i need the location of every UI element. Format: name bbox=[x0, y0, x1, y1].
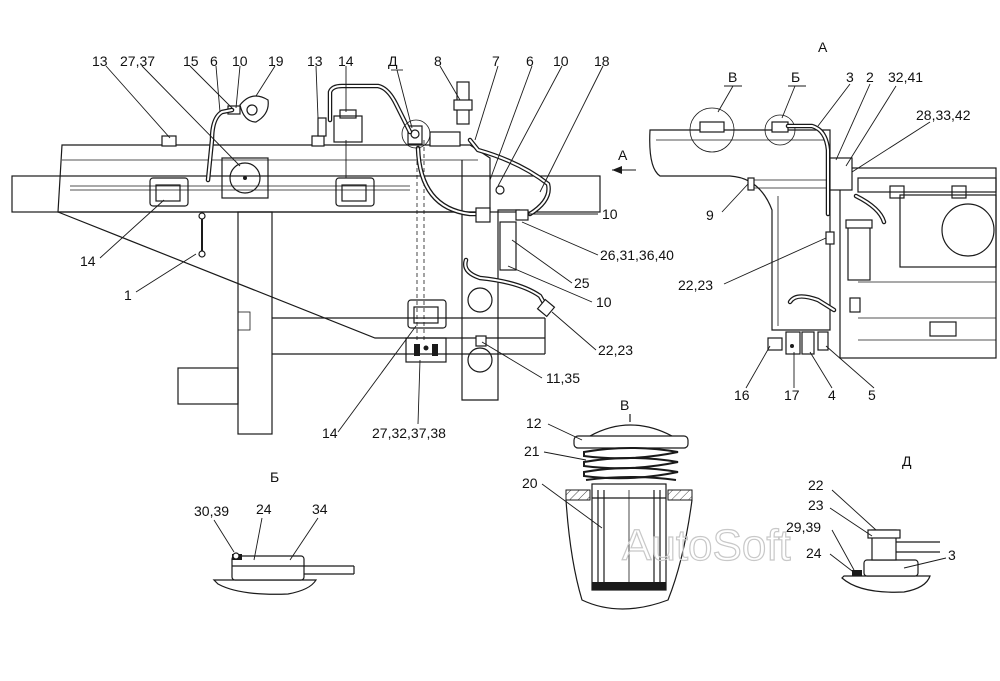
view-V-spring bbox=[583, 447, 679, 481]
supply-pipe bbox=[415, 145, 483, 217]
callout-27-37: 27,37 bbox=[120, 53, 155, 69]
view-A-callout-16: 16 bbox=[734, 387, 750, 403]
cap-13-right bbox=[311, 135, 325, 147]
callout-arrow-A: А bbox=[618, 147, 628, 163]
view-D-callout-22: 22 bbox=[808, 477, 824, 493]
view-V-callout-12: 12 bbox=[526, 415, 542, 431]
view-A-filter bbox=[847, 225, 871, 281]
view-D-title: Д bbox=[902, 453, 912, 469]
callout-25: 25 bbox=[574, 275, 590, 291]
callout-D: Д bbox=[388, 53, 398, 69]
callout-18: 18 bbox=[594, 53, 610, 69]
view-A-callout-22-23: 22,23 bbox=[678, 277, 713, 293]
view-B-base bbox=[212, 579, 318, 595]
view-A-title: А bbox=[818, 39, 828, 55]
fitting-block bbox=[429, 131, 461, 147]
vertical-post bbox=[237, 211, 273, 435]
fuel-tank-body bbox=[57, 144, 491, 213]
callout-22-23: 22,23 bbox=[598, 342, 633, 358]
callout-26-31-36-40: 26,31,36,40 bbox=[600, 247, 674, 263]
tank-hull bbox=[57, 211, 545, 339]
view-V-title: В bbox=[620, 397, 629, 413]
view-A-fitting-17 bbox=[785, 331, 801, 355]
watermark: AutoSoft bbox=[622, 521, 791, 570]
view-D-callout-3: 3 bbox=[948, 547, 956, 563]
view-A-tank bbox=[649, 129, 831, 331]
view-A-cap-B bbox=[771, 121, 789, 133]
view-A-callout-3: 3 bbox=[846, 69, 854, 85]
view-A-callout-2: 2 bbox=[866, 69, 874, 85]
view-A-callout-4: 4 bbox=[828, 387, 836, 403]
view-V-callout-21: 21 bbox=[524, 443, 540, 459]
callout-11-35: 11,35 bbox=[546, 370, 580, 386]
view-D-callout-23: 23 bbox=[808, 497, 824, 513]
callout-10a: 10 bbox=[232, 53, 248, 69]
view-D-body bbox=[863, 559, 919, 577]
sensor-box-left bbox=[149, 177, 189, 207]
view-A: А bbox=[649, 39, 997, 403]
view-B-callout-34: 34 bbox=[312, 501, 328, 517]
callout-10d: 10 bbox=[596, 294, 612, 310]
callout-7: 7 bbox=[492, 53, 500, 69]
callout-8: 8 bbox=[434, 53, 442, 69]
callout-14c: 14 bbox=[322, 425, 338, 441]
view-A-callout-28-33-42: 28,33,42 bbox=[916, 107, 971, 123]
view-A-callout-5: 5 bbox=[868, 387, 876, 403]
view-A-cap-V bbox=[699, 121, 725, 133]
view-D-base bbox=[841, 575, 931, 593]
drain-plate bbox=[405, 337, 447, 363]
arrow-A bbox=[612, 166, 636, 174]
view-V-tank-wall bbox=[565, 499, 693, 610]
view-A-callout-32-41: 32,41 bbox=[888, 69, 923, 85]
view-B-callout-24: 24 bbox=[256, 501, 272, 517]
callout-6b: 6 bbox=[526, 53, 534, 69]
view-D-callout-24: 24 bbox=[806, 545, 822, 561]
callout-10c: 10 bbox=[602, 206, 618, 222]
view-B-body bbox=[231, 555, 305, 581]
view-B: Б 30,39 24 34 bbox=[194, 469, 355, 595]
view-A-valve bbox=[829, 157, 853, 191]
view-A-callout-V: В bbox=[728, 69, 737, 85]
callout-14a: 14 bbox=[338, 53, 354, 69]
frame-beam bbox=[11, 175, 601, 213]
bracket-plate bbox=[461, 160, 520, 401]
view-D: Д 22 23 29,39 24 3 bbox=[786, 453, 956, 593]
filler-neck bbox=[221, 157, 269, 199]
callout-14b: 14 bbox=[80, 253, 96, 269]
callout-13b: 13 bbox=[307, 53, 323, 69]
view-D-callout-29-39: 29,39 bbox=[786, 519, 821, 535]
breather-19 bbox=[239, 95, 269, 123]
main-leaders bbox=[99, 65, 604, 433]
callout-10b: 10 bbox=[553, 53, 569, 69]
callout-15: 15 bbox=[183, 53, 199, 69]
callout-13a: 13 bbox=[92, 53, 108, 69]
cross-tube bbox=[177, 367, 239, 405]
sensor-top bbox=[333, 115, 363, 143]
view-A-pipe-3 bbox=[785, 123, 831, 217]
view-V: В 12 21 20 bbox=[522, 397, 693, 610]
view-A-callout-9: 9 bbox=[706, 207, 714, 223]
callout-6a: 6 bbox=[210, 53, 218, 69]
callout-27-32-37-38: 27,32,37,38 bbox=[372, 425, 446, 441]
callout-19: 19 bbox=[268, 53, 284, 69]
cap-13-left bbox=[161, 135, 177, 147]
callout-1: 1 bbox=[124, 287, 132, 303]
view-V-cap bbox=[573, 435, 689, 449]
main-view: 13 27,37 15 6 10 19 13 14 Д 8 7 6 10 18 … bbox=[11, 53, 674, 441]
view-A-callout-17: 17 bbox=[784, 387, 800, 403]
view-B-callout-30-39: 30,39 bbox=[194, 503, 229, 519]
filter-25 bbox=[499, 221, 517, 271]
view-A-callout-B: Б bbox=[791, 69, 800, 85]
sensor-box-lower bbox=[407, 299, 447, 329]
sensor-box-middle bbox=[335, 177, 375, 207]
view-B-title: Б bbox=[270, 469, 279, 485]
view-V-callout-20: 20 bbox=[522, 475, 538, 491]
